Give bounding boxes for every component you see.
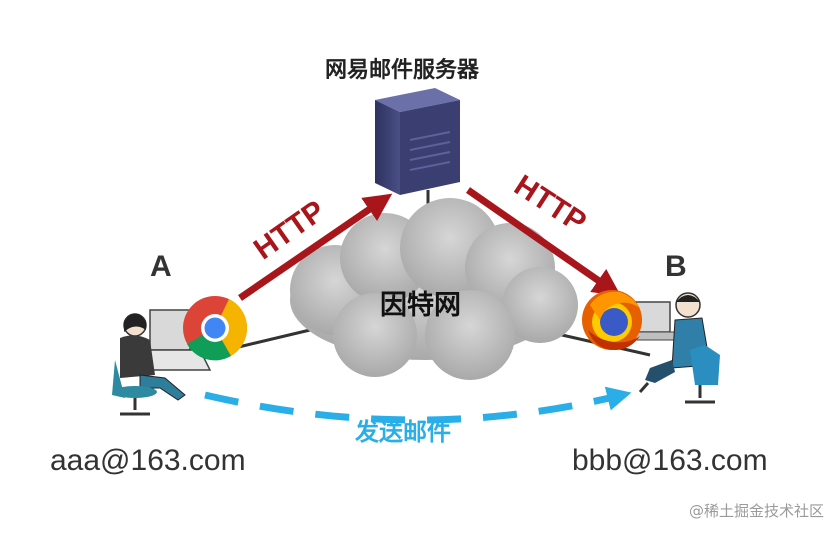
- client-a-letter: A: [150, 250, 172, 283]
- internet-cloud-icon: [290, 198, 578, 380]
- chrome-icon: [183, 296, 248, 361]
- client-b-letter: B: [665, 250, 687, 283]
- client-b-email: bbb@163.com: [572, 444, 768, 477]
- user-a-at-computer-icon: [112, 309, 212, 416]
- client-a-email: aaa@163.com: [50, 444, 246, 477]
- user-b-at-computer-icon: [624, 292, 720, 404]
- firefox-icon: [582, 290, 642, 350]
- send-mail-arrow: [204, 386, 632, 424]
- upload-arrow: [238, 193, 393, 301]
- download-arrow: [466, 187, 622, 297]
- mail-server-icon: [375, 88, 460, 195]
- send-mail-label: 发送邮件: [355, 418, 451, 446]
- watermark: @稀土掘金技术社区: [688, 502, 824, 520]
- internet-label: 因特网: [380, 290, 461, 321]
- mail-server-label: 网易邮件服务器: [325, 58, 480, 83]
